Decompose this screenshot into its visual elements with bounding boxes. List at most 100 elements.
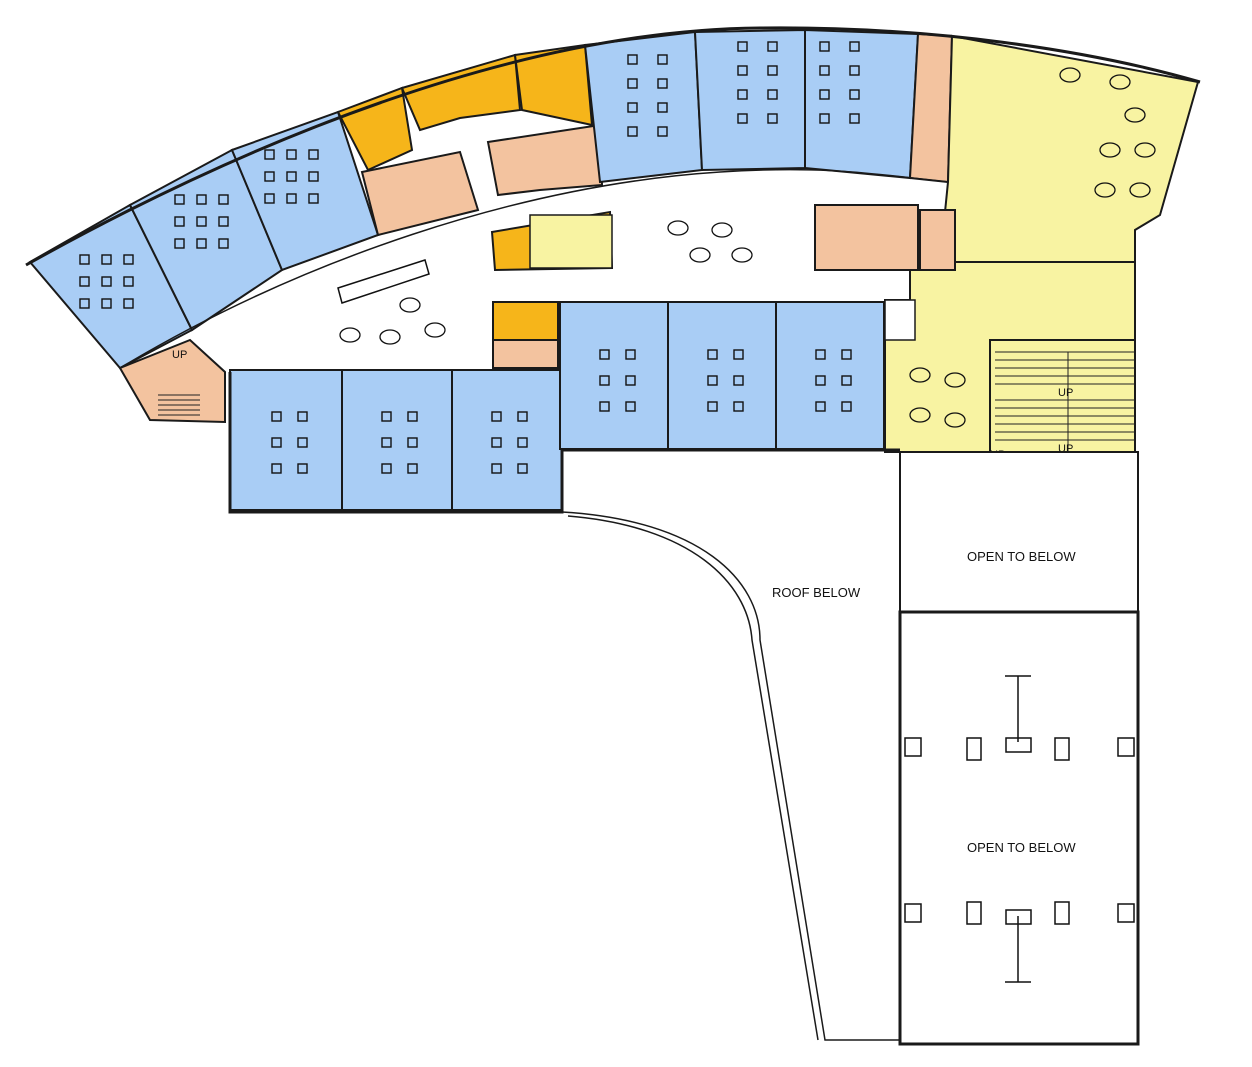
student-desk [271,437,282,448]
library-table [1134,142,1156,158]
study-table [944,372,966,388]
roof-below-label: ROOF BELOW [772,585,861,600]
student-desk [815,401,826,412]
student-desk [491,437,502,448]
student-desk [767,65,778,76]
library-table [1099,142,1121,158]
student-desk [627,78,638,89]
inner-curve-wall [119,168,949,369]
commons-table [689,247,711,263]
student-desk [657,126,668,137]
center-yellow-room [529,214,613,269]
student-desk [123,298,134,309]
commons-long-table [337,259,430,304]
commons-table [711,222,733,238]
student-desk [297,463,308,474]
student-desk [819,65,830,76]
study-table [944,412,966,428]
study-table [909,407,931,423]
student-desk [297,437,308,448]
student-desk [407,411,418,422]
student-desk [737,89,748,100]
commons-table [379,329,401,345]
classroom-south-4 [559,301,669,450]
student-desk [849,89,860,100]
student-desk [491,411,502,422]
desk-clusters [79,41,860,474]
classroom-south-6 [775,301,885,450]
student-desk [491,463,502,474]
roof-below-outline [561,452,901,1041]
student-desk [308,171,319,182]
stair-west-treads [158,394,200,416]
classroom-south-5 [667,301,777,450]
student-desk [297,411,308,422]
student-desk [819,113,830,124]
student-desk [733,401,744,412]
student-desk [625,349,636,360]
classroom-south-1 [229,369,343,511]
student-desk [627,126,638,137]
student-desk [286,193,297,204]
commons-tables [339,67,1156,428]
student-desk [123,276,134,287]
outer-curve-wall [25,26,1201,267]
classroom-south-3 [451,369,563,511]
commons-table [667,220,689,236]
student-desk [657,54,668,65]
elevator-shaft [884,299,916,341]
student-desk [841,375,852,386]
commons-table [424,322,446,338]
stair-west [118,338,226,424]
curved-wing [28,28,1200,453]
student-desk [599,349,610,360]
student-desk [707,349,718,360]
student-desk [123,254,134,265]
gym-fixtures [904,675,1135,983]
student-desk [517,463,528,474]
student-desk [381,411,392,422]
student-desk [264,149,275,160]
student-desk [218,238,229,249]
student-desk [517,437,528,448]
stair-core-north [908,32,954,184]
student-desk [841,401,852,412]
library-table [1109,74,1131,90]
student-desk [767,41,778,52]
special-room-1 [336,86,414,172]
student-desk [101,254,112,265]
student-desk [767,113,778,124]
south-wing [229,301,885,511]
student-desk [264,193,275,204]
student-desk [657,78,668,89]
student-desk [849,41,860,52]
student-desk [407,437,418,448]
library-table [1124,107,1146,123]
student-desk [271,463,282,474]
student-desk [733,375,744,386]
student-desk [625,401,636,412]
student-desk [271,411,282,422]
student-desk [737,41,748,52]
student-desk [101,298,112,309]
student-desk [308,193,319,204]
student-desk [707,401,718,412]
student-desk [627,102,638,113]
student-desk [737,113,748,124]
library-table [1059,67,1081,83]
student-desk [218,194,229,205]
commons-table [339,327,361,343]
student-desk [599,375,610,386]
student-desk [819,41,830,52]
classroom-north-1 [583,30,704,184]
roof-edge-inner [567,515,819,1041]
student-desk [841,349,852,360]
restroom-west [360,150,480,237]
student-desk [79,298,90,309]
student-desk [517,411,528,422]
student-desk [849,65,860,76]
student-desk [819,89,830,100]
restroom-east [814,204,919,271]
student-desk [815,349,826,360]
